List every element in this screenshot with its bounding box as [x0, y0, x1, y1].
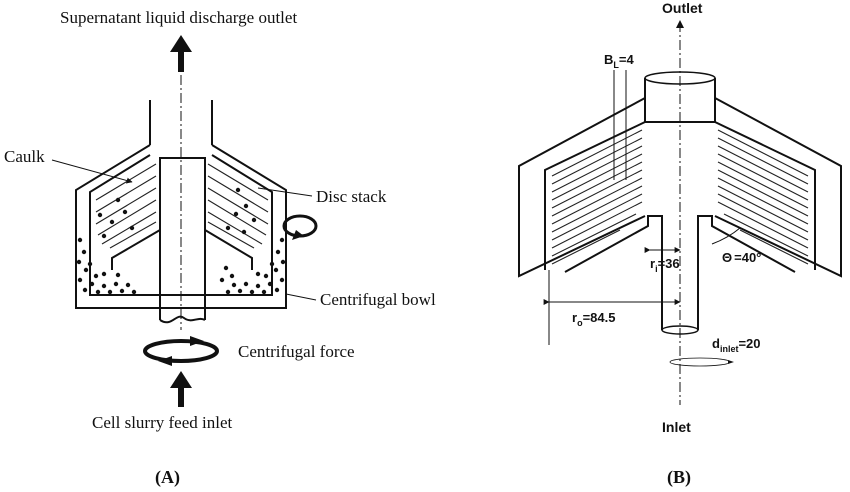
theta-arc: [711, 227, 741, 245]
ro-label: ro=84.5: [572, 310, 615, 328]
panel-a: Supernatant liquid discharge outlet: [4, 8, 436, 488]
caulk-label: Caulk: [4, 147, 45, 166]
disc-stack-right-b: [717, 129, 809, 265]
theta-label: Θ=40°: [722, 250, 761, 265]
disc-stack-label: Disc stack: [316, 187, 387, 206]
rotation-arrow-right: [282, 214, 318, 240]
disc-stack-leader: [257, 187, 313, 197]
panel-b-label: (B): [667, 467, 691, 488]
centrifugal-bowl-label: Centrifugal bowl: [320, 290, 436, 309]
disc-stack-right: [207, 163, 269, 249]
bowl-leader: [285, 293, 317, 301]
bl-dimension: [613, 70, 627, 180]
inlet-arrow: [170, 371, 192, 407]
inlet-label-b: Inlet: [662, 419, 691, 435]
cell-slurry-inlet-label: Cell slurry feed inlet: [92, 413, 232, 432]
outlet-neck: [149, 100, 213, 145]
disc-stack-left-b: [551, 129, 643, 265]
supernatant-outlet-label: Supernatant liquid discharge outlet: [60, 8, 297, 27]
distributor: [111, 157, 253, 324]
sediment-particles: [76, 187, 286, 295]
centrifugal-force-label: Centrifugal force: [238, 342, 355, 361]
caulk-leader: [51, 159, 133, 184]
centrifugal-bowl-outline: [75, 144, 287, 309]
panel-b: Outlet: [518, 0, 842, 488]
panel-a-label: (A): [155, 467, 180, 488]
outlet-arrow: [170, 35, 192, 72]
bl-label: BL=4: [604, 52, 634, 70]
disc-stack-left: [95, 163, 157, 249]
outlet-label: Outlet: [662, 0, 703, 16]
dinlet-rotation-icon: [669, 357, 734, 367]
ri-label: ri=36: [650, 256, 680, 274]
centrifugal-force-rotation-icon: [143, 336, 219, 366]
inlet-tube-b: [564, 215, 796, 335]
dinlet-label: dinlet=20: [712, 336, 761, 354]
outlet-tube: [644, 71, 716, 122]
bowl-outline-b: [518, 97, 842, 278]
ro-dimension: [543, 270, 681, 345]
